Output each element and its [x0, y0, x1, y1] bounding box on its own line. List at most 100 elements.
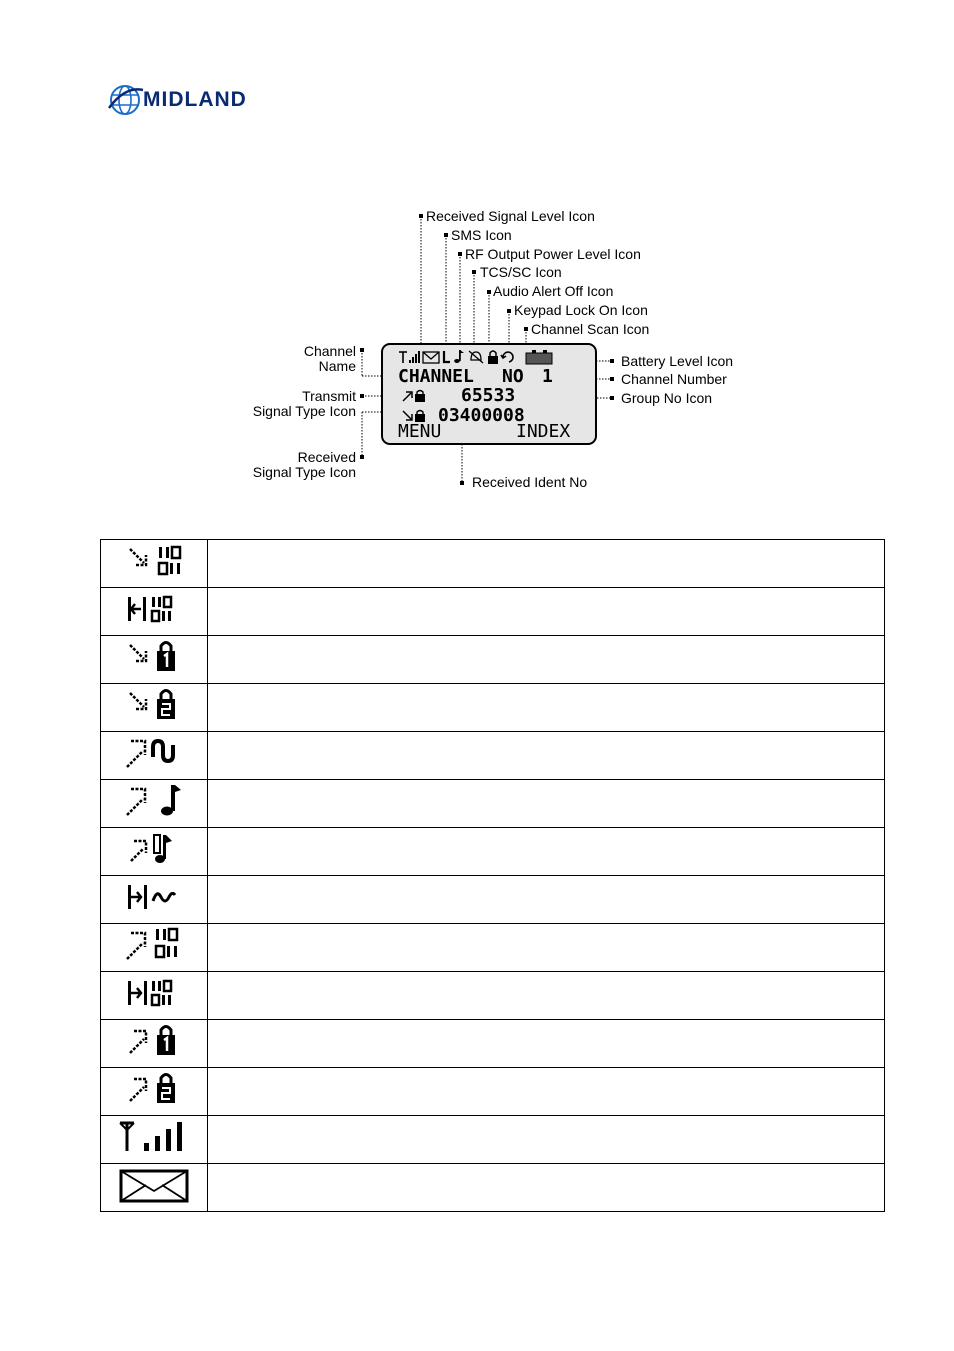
callout-received-type-line1: Received	[297, 449, 356, 465]
description-cell	[206, 779, 886, 828]
description-cell	[206, 731, 886, 780]
transmit-lock-1-icon	[129, 1025, 175, 1055]
lcd-ident-no: 03400008	[438, 405, 525, 426]
table-row	[100, 971, 886, 1020]
table-row	[100, 731, 886, 780]
lcd-status-icons	[399, 350, 553, 365]
callout-transmit-type-line2: Signal Type Icon	[252, 403, 356, 419]
table-row	[100, 1067, 886, 1116]
transmit-lock-2-icon	[129, 1073, 175, 1103]
description-cell	[206, 587, 886, 636]
midland-logo: MIDLAND	[107, 80, 302, 120]
description-cell	[206, 1163, 886, 1212]
icon-table	[100, 539, 886, 1212]
receive-dtmf-icon	[129, 545, 182, 576]
transmit-bell-icon	[130, 834, 172, 863]
table-row	[100, 1115, 886, 1164]
callout-channel-name-line1: Channel	[303, 343, 356, 359]
receive-lock-2-icon	[129, 689, 175, 719]
icon-cell	[100, 827, 208, 876]
description-cell	[206, 1115, 886, 1164]
lcd-menu-softkey: MENU	[398, 421, 442, 442]
callout-transmit-type: Transmit Signal Type Icon	[253, 389, 356, 419]
description-cell	[206, 875, 886, 924]
globe-icon	[107, 85, 144, 115]
table-row	[100, 539, 886, 588]
lcd-group-no: 65533	[461, 385, 516, 406]
callout-sms: SMS Icon	[451, 227, 512, 243]
table-row	[100, 587, 886, 636]
icon-cell	[100, 731, 208, 780]
callout-channel-name-line2: Name	[318, 358, 356, 374]
ctcss-wave-icon	[127, 885, 177, 909]
description-cell	[206, 971, 886, 1020]
callout-keypad-lock: Keypad Lock On Icon	[514, 302, 648, 318]
transmit-note-icon	[126, 785, 181, 816]
lcd-screen: CHANNEL NO 1 65533 03400008 MENU INDEX	[381, 343, 597, 445]
icon-cell	[100, 1067, 208, 1116]
receive-ctcss-dtmf-icon	[127, 595, 173, 623]
signal-bars-icon	[409, 351, 420, 363]
transmit-dtmf-icon	[126, 927, 179, 960]
callout-channel-number: Channel Number	[621, 371, 727, 387]
lcd-no-label: NO	[502, 366, 524, 387]
receive-lock-1-icon	[129, 641, 175, 671]
callout-channel-name: Channel Name	[304, 344, 356, 374]
description-cell	[206, 1067, 886, 1116]
icon-cell	[100, 971, 208, 1020]
icon-cell	[100, 1019, 208, 1068]
icon-cell	[100, 875, 208, 924]
envelope-icon	[422, 351, 440, 364]
lcd-index-softkey: INDEX	[516, 421, 571, 442]
lcd-received-type-icon	[402, 409, 425, 422]
callout-received-signal-level: Received Signal Level Icon	[426, 208, 595, 224]
icon-cell	[100, 923, 208, 972]
battery-icon	[525, 350, 553, 365]
logo-text: MIDLAND	[143, 88, 247, 111]
lcd-diagram: Received Signal Level Icon SMS Icon RF O…	[240, 200, 760, 500]
icon-cell	[100, 779, 208, 828]
description-cell	[206, 827, 886, 876]
rf-power-icon	[442, 351, 450, 364]
scan-icon	[500, 351, 514, 363]
icon-cell	[100, 635, 208, 684]
callout-tcs-sc: TCS/SC Icon	[480, 264, 562, 280]
callout-received-type: Received Signal Type Icon	[253, 450, 356, 480]
description-cell	[206, 635, 886, 684]
callout-received-ident-no: Received Ident No	[472, 474, 588, 490]
callout-group-no: Group No Icon	[621, 390, 713, 406]
table-row	[100, 923, 886, 972]
lcd-transmit-type-icon	[402, 389, 425, 402]
callout-channel-scan: Channel Scan Icon	[531, 321, 650, 337]
table-row	[100, 635, 886, 684]
ctcss-dtmf-icon	[127, 979, 173, 1007]
icon-cell	[100, 1115, 208, 1164]
callout-rf-output: RF Output Power Level Icon	[465, 246, 641, 262]
icon-cell	[100, 1163, 208, 1212]
icon-cell	[100, 683, 208, 732]
table-row	[100, 683, 886, 732]
table-row	[100, 779, 886, 828]
description-cell	[206, 683, 886, 732]
table-row	[100, 1019, 886, 1068]
description-cell	[206, 1019, 886, 1068]
note-icon	[454, 350, 464, 363]
icon-cell	[100, 539, 208, 588]
callout-audio-alert-off: Audio Alert Off Icon	[493, 283, 614, 299]
transmit-wave-icon	[126, 738, 175, 768]
icon-cell	[100, 587, 208, 636]
lcd-channel-label: CHANNEL	[398, 366, 474, 387]
sms-envelope-icon	[119, 1169, 189, 1203]
callout-received-type-line2: Signal Type Icon	[252, 464, 356, 480]
signal-level-icon	[119, 1121, 182, 1151]
callout-transmit-type-line1: Transmit	[302, 388, 356, 404]
lock-icon	[488, 350, 498, 364]
description-cell	[206, 923, 886, 972]
description-cell	[206, 539, 886, 588]
bell-off-icon	[468, 350, 484, 364]
lcd-channel-number: 1	[542, 366, 553, 387]
antenna-icon	[399, 351, 407, 363]
table-row	[100, 1163, 886, 1212]
table-row	[100, 875, 886, 924]
callout-battery-level: Battery Level Icon	[621, 353, 734, 369]
